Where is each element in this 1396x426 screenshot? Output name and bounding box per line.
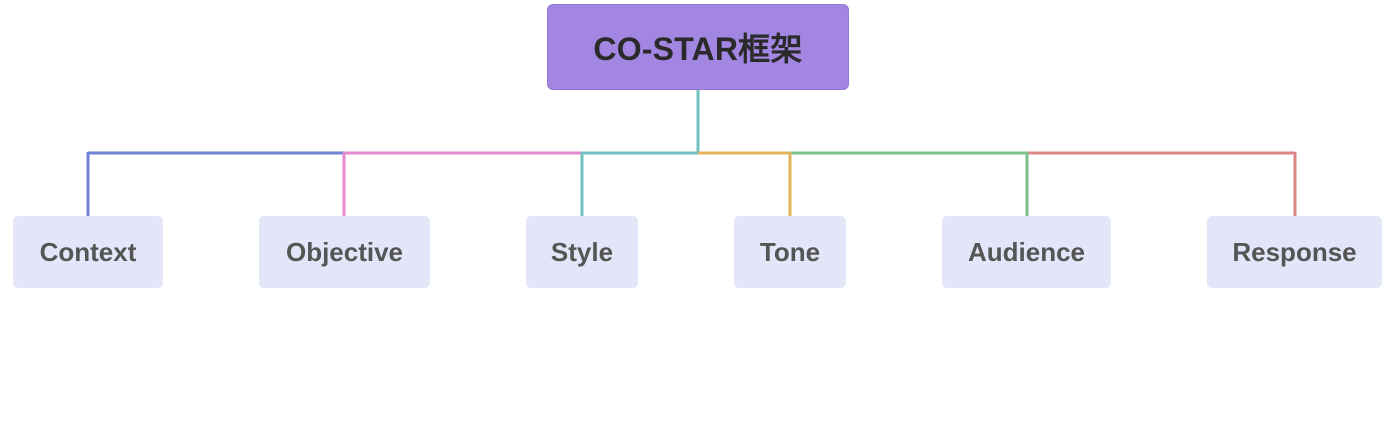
node-tone[interactable]: Tone (734, 216, 846, 288)
node-style-label: Style (550, 236, 614, 267)
node-context[interactable]: Context (13, 216, 163, 288)
node-audience[interactable]: Audience (942, 216, 1111, 288)
node-response-label: Response (1232, 236, 1357, 267)
root-node[interactable]: CO-STAR框架 (547, 4, 849, 90)
node-objective-label: Objective (285, 236, 404, 267)
node-response[interactable]: Response (1207, 216, 1382, 288)
node-audience-label: Audience (967, 236, 1086, 267)
node-tone-label: Tone (759, 236, 821, 267)
root-node-label: CO-STAR框架 (593, 31, 803, 67)
node-objective[interactable]: Objective (259, 216, 430, 288)
node-context-label: Context (39, 236, 137, 267)
node-style[interactable]: Style (526, 216, 638, 288)
